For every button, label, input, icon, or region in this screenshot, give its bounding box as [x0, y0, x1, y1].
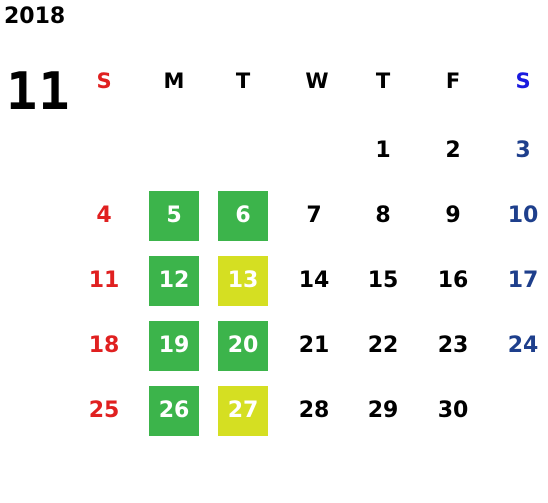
day-cell[interactable]: 24	[507, 333, 539, 358]
empty-day-cell	[218, 126, 268, 176]
day-cell[interactable]: 22	[367, 333, 399, 358]
week-row: 18 19 20 21 22 23 24	[68, 321, 548, 386]
weekday-header: S	[96, 69, 112, 93]
weekday-header: M	[163, 69, 185, 93]
weekday-header: W	[305, 69, 329, 93]
month-label: 11	[6, 62, 71, 122]
day-cell[interactable]: 11	[88, 268, 120, 293]
day-cell[interactable]: 12	[149, 256, 199, 306]
weekday-header-row: S M T W T F S	[68, 56, 548, 121]
year-label: 2018	[4, 4, 66, 29]
day-cell[interactable]: 13	[218, 256, 268, 306]
empty-day-cell	[498, 386, 548, 436]
weekday-header: T	[375, 69, 391, 93]
day-cell[interactable]: 18	[88, 333, 120, 358]
day-cell[interactable]: 29	[367, 398, 399, 423]
day-cell[interactable]: 8	[375, 203, 391, 228]
day-cell[interactable]: 19	[149, 321, 199, 371]
day-cell[interactable]: 2	[445, 138, 461, 163]
day-cell[interactable]: 5	[149, 191, 199, 241]
day-cell[interactable]: 26	[149, 386, 199, 436]
day-cell[interactable]: 23	[437, 333, 469, 358]
empty-day-cell	[289, 126, 339, 176]
day-cell[interactable]: 6	[218, 191, 268, 241]
day-cell[interactable]: 4	[96, 203, 112, 228]
day-cell[interactable]: 30	[437, 398, 469, 423]
week-row: 1 2 3	[68, 126, 548, 191]
weekday-header: F	[445, 69, 461, 93]
empty-day-cell	[149, 126, 199, 176]
day-cell[interactable]: 17	[507, 268, 539, 293]
day-cell[interactable]: 9	[445, 203, 461, 228]
day-cell[interactable]: 27	[218, 386, 268, 436]
day-cell[interactable]: 3	[515, 138, 531, 163]
week-row: 25 26 27 28 29 30	[68, 386, 548, 451]
day-cell[interactable]: 14	[298, 268, 330, 293]
day-cell[interactable]: 7	[306, 203, 322, 228]
day-cell[interactable]: 10	[507, 203, 539, 228]
day-cell[interactable]: 21	[298, 333, 330, 358]
day-cell[interactable]: 28	[298, 398, 330, 423]
day-cell[interactable]: 16	[437, 268, 469, 293]
day-cell[interactable]: 1	[375, 138, 391, 163]
weekday-header: T	[235, 69, 251, 93]
day-cell[interactable]: 20	[218, 321, 268, 371]
day-cell[interactable]: 25	[88, 398, 120, 423]
empty-day-cell	[79, 126, 129, 176]
day-cell[interactable]: 15	[367, 268, 399, 293]
weekday-header: S	[515, 69, 531, 93]
week-row: 11 12 13 14 15 16 17	[68, 256, 548, 321]
